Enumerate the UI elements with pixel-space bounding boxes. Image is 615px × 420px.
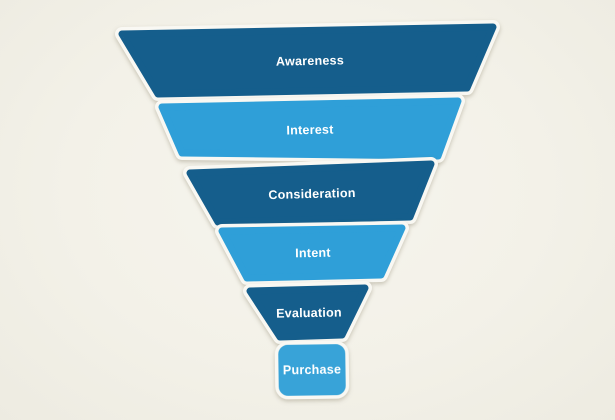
- stage-label-evaluation: Evaluation: [276, 305, 342, 320]
- stage-label-awareness: Awareness: [276, 53, 344, 68]
- stage-label-consideration: Consideration: [268, 186, 356, 202]
- funnel-stage-interest: Interest: [155, 94, 465, 163]
- stage-label-purchase: Purchase: [283, 363, 341, 378]
- stage-shape: [218, 224, 406, 282]
- funnel-stage-awareness: Awareness: [115, 20, 500, 101]
- stage-shape: [158, 97, 462, 160]
- funnel-stage-intent: Intent: [215, 221, 409, 285]
- stage-shape: [118, 23, 497, 98]
- stage-label-intent: Intent: [295, 246, 331, 261]
- stage-shape: [246, 284, 369, 341]
- funnel-stage-consideration: Consideration: [183, 157, 438, 229]
- funnel-stage-purchase: Purchase: [274, 340, 350, 400]
- stage-shape: [186, 160, 435, 226]
- stage-shape: [278, 344, 346, 396]
- funnel-stage-evaluation: Evaluation: [243, 281, 372, 344]
- stage-label-interest: Interest: [286, 123, 334, 138]
